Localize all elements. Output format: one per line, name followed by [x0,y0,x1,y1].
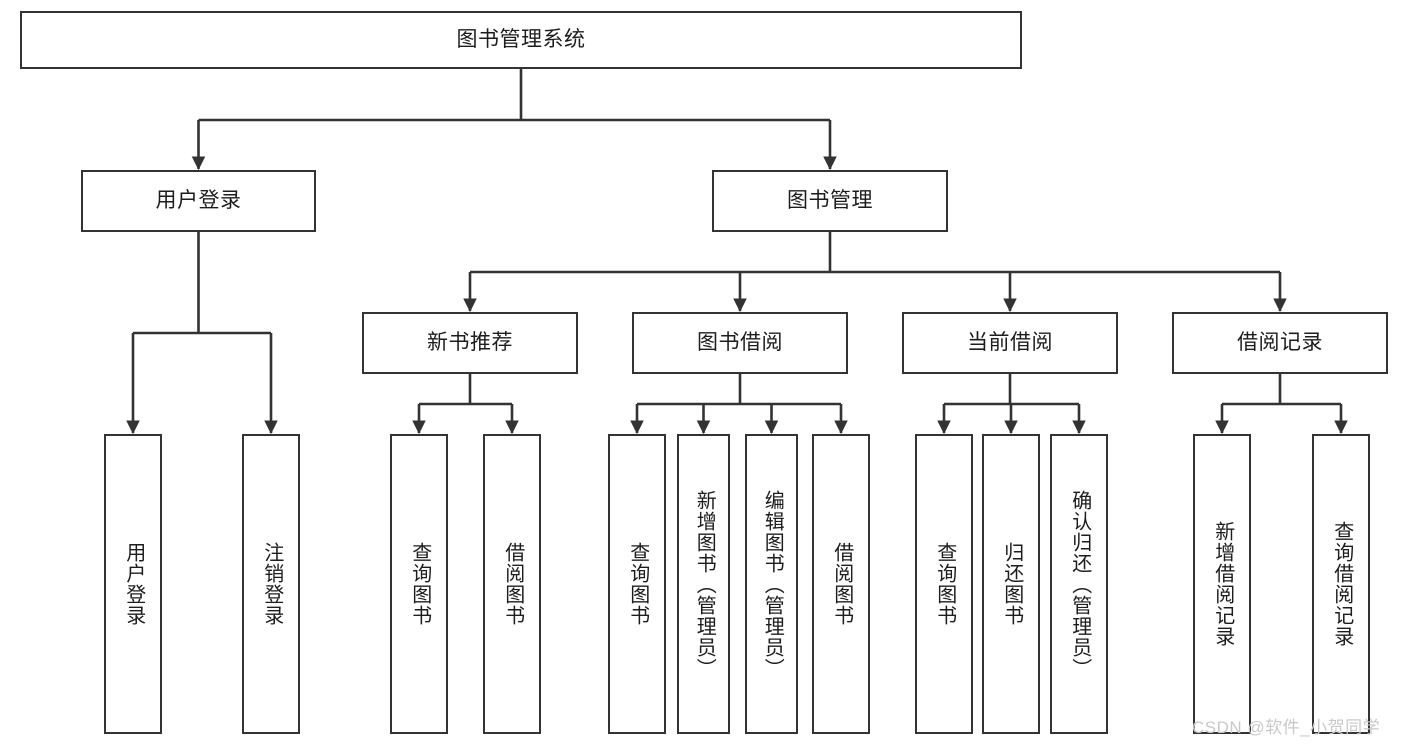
node-borrow-edit[interactable]: 编辑图书（管理员） [745,434,798,734]
node-rec-add[interactable]: 新增借阅记录 [1193,434,1251,734]
node-label: 用户登录 [122,542,145,626]
node-label: 注销登录 [260,542,283,626]
node-label: 借阅图书 [501,542,524,626]
node-root[interactable]: 图书管理系统 [20,11,1022,69]
node-records[interactable]: 借阅记录 [1172,312,1388,374]
node-label: 查询图书 [626,542,649,626]
node-new-query[interactable]: 查询图书 [390,434,448,734]
node-cur-return[interactable]: 归还图书 [982,434,1040,734]
node-label: 查询图书 [408,542,431,626]
node-borrow-query[interactable]: 查询图书 [608,434,666,734]
node-login[interactable]: 用户登录 [81,170,316,232]
node-label: 查询图书 [933,542,956,626]
node-borrow[interactable]: 图书借阅 [632,312,848,374]
node-newbooks[interactable]: 新书推荐 [362,312,578,374]
node-cur-confirm[interactable]: 确认归还（管理员） [1050,434,1108,734]
node-label: 当前借阅 [967,330,1053,354]
node-login-in[interactable]: 用户登录 [104,434,162,734]
node-label: 图书借阅 [697,330,783,354]
csdn-watermark: CSDN @软件_小贺同学 [1192,718,1381,737]
node-rec-query[interactable]: 查询借阅记录 [1312,434,1370,734]
node-bookmgmt[interactable]: 图书管理 [712,170,948,232]
node-cur-query[interactable]: 查询图书 [915,434,973,734]
node-label: 借阅记录 [1237,330,1323,354]
node-label: 用户登录 [155,188,242,212]
node-login-out[interactable]: 注销登录 [242,434,300,734]
node-label: 新增图书（管理员） [693,489,716,679]
node-borrow-add[interactable]: 新增图书（管理员） [677,434,730,734]
node-label: 图书管理 [787,188,873,212]
node-label: 借阅图书 [830,542,853,626]
node-current[interactable]: 当前借阅 [902,312,1118,374]
node-label: 新书推荐 [427,330,513,354]
node-label: 新增借阅记录 [1211,521,1234,647]
node-borrow-do[interactable]: 借阅图书 [812,434,870,734]
node-label: 确认归还（管理员） [1068,489,1091,679]
node-label: 图书管理系统 [456,27,586,51]
node-label: 编辑图书（管理员） [761,489,784,679]
node-new-borrow[interactable]: 借阅图书 [483,434,541,734]
node-label: 查询借阅记录 [1330,521,1353,647]
node-label: 归还图书 [1000,542,1023,626]
